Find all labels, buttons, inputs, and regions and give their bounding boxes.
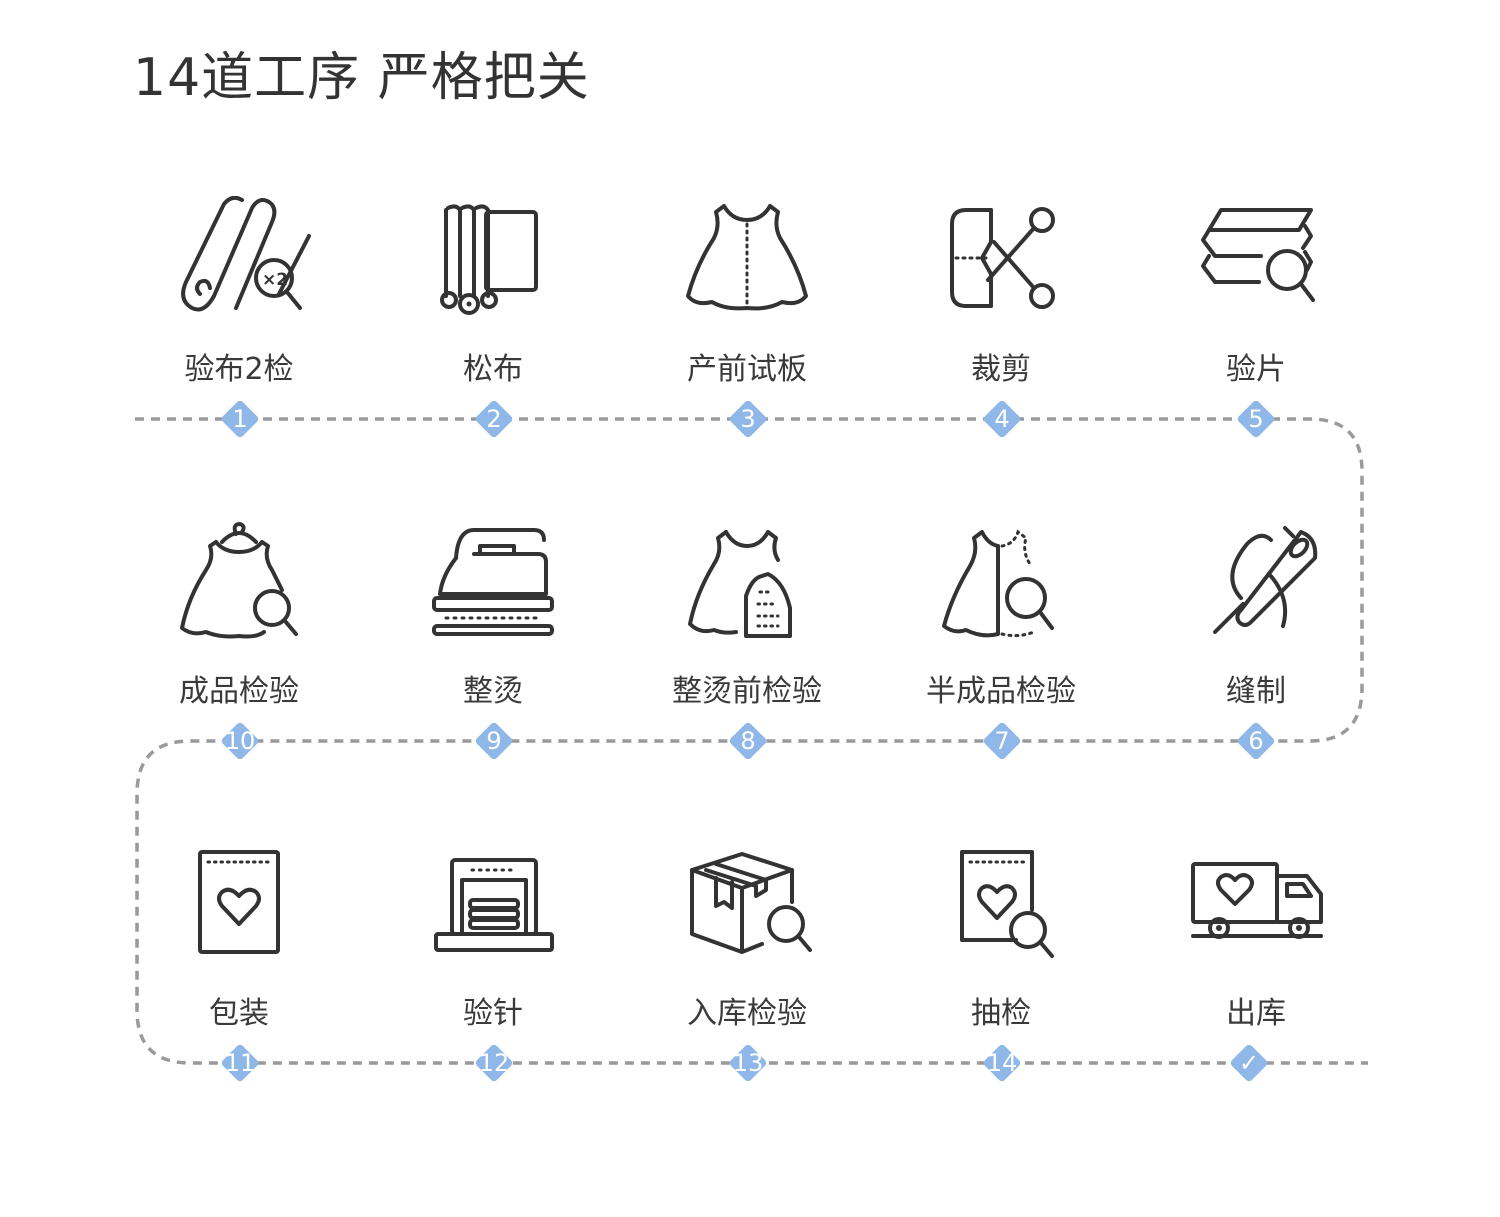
dress-iron-inspect-icon: [688, 530, 792, 638]
step-1: ×2 验布2检: [129, 196, 349, 516]
step-15: 出库: [1146, 840, 1366, 1160]
half-dress-inspect-icon: [942, 529, 1054, 638]
step-label: 成品检验: [179, 674, 299, 709]
step-label: 整烫前检验: [672, 674, 822, 709]
step-marker-1: 1: [220, 399, 260, 439]
step-marker-13: 13: [728, 1043, 768, 1083]
step-label: 整烫: [463, 674, 523, 709]
step-label: 验布2检: [184, 352, 294, 387]
step-marker-10: 10: [220, 721, 260, 761]
step-label: 产前试板: [687, 352, 807, 387]
step-12: 验针: [383, 840, 603, 1160]
step-marker-3: 3: [728, 399, 768, 439]
step-10: 成品检验: [129, 518, 349, 838]
step-marker-4: 4: [982, 399, 1022, 439]
svg-text:×2: ×2: [262, 270, 288, 290]
step-marker-12: 12: [474, 1043, 514, 1083]
step-label: 缝制: [1226, 674, 1286, 709]
step-5: 验片: [1146, 196, 1366, 516]
step-label: 包装: [209, 996, 269, 1031]
step-marker-7: 7: [982, 721, 1022, 761]
step-marker-11: 11: [220, 1043, 260, 1083]
step-13: 入库检验: [637, 840, 857, 1160]
step-label: 松布: [463, 352, 523, 387]
step-marker-14: 14: [982, 1043, 1022, 1083]
dress-sample-icon: [686, 204, 808, 311]
scissors-cut-icon: [950, 207, 1055, 309]
step-marker-done: ✓: [1229, 1043, 1269, 1083]
step-label: 入库检验: [687, 996, 807, 1031]
check-icon: ✓: [1238, 1049, 1260, 1077]
step-8: 整烫前检验: [637, 518, 857, 838]
bag-inspect-icon: [960, 850, 1054, 958]
step-7: 半成品检验: [891, 518, 1111, 838]
step-label: 验针: [463, 996, 523, 1031]
step-6: 缝制: [1146, 518, 1366, 838]
needle-detector-icon: [434, 858, 554, 952]
box-inspect-icon: [690, 852, 812, 954]
step-marker-8: 8: [728, 721, 768, 761]
step-label: 出库: [1226, 996, 1286, 1031]
needle-thread-icon: [1213, 526, 1318, 634]
step-label: 抽检: [971, 996, 1031, 1031]
step-marker-9: 9: [474, 721, 514, 761]
iron-icon: [432, 528, 554, 636]
page-title: 14道工序 严格把关: [133, 48, 590, 108]
dress-hanger-inspect-icon: [180, 522, 298, 639]
delivery-truck-icon: [1191, 862, 1323, 939]
fabric-pieces-inspect-icon: [1201, 208, 1315, 302]
step-label: 验片: [1226, 352, 1286, 387]
step-9: 整烫: [383, 518, 603, 838]
step-marker-6: 6: [1236, 721, 1276, 761]
step-2: 松布: [383, 196, 603, 516]
step-marker-2: 2: [474, 399, 514, 439]
step-marker-5: 5: [1236, 399, 1276, 439]
fabric-rolls-icon: [440, 204, 538, 315]
step-3: 产前试板: [637, 196, 857, 516]
step-label: 半成品检验: [926, 674, 1076, 709]
step-label: 裁剪: [971, 352, 1031, 387]
package-bag-icon: [198, 850, 280, 954]
step-11: 包装: [129, 840, 349, 1160]
step-4: 裁剪: [891, 196, 1111, 516]
step-14: 抽检: [891, 840, 1111, 1160]
fabric-roll-inspect-icon: ×2: [181, 196, 311, 312]
